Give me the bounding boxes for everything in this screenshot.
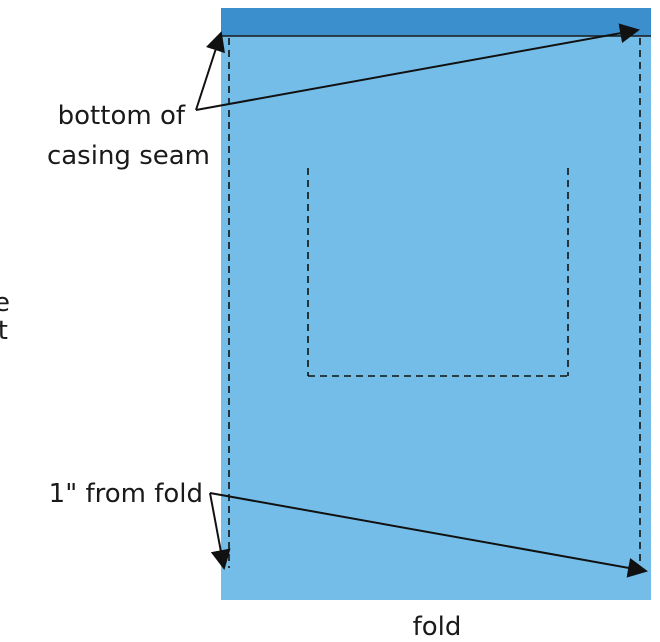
fabric-panel <box>221 8 651 600</box>
casing-arrow-left <box>195 31 225 111</box>
fold-arrow-left <box>209 492 231 570</box>
from-fold-label: 1" from fold <box>49 479 203 509</box>
casing-arrow-right <box>195 23 640 111</box>
partial-label-line1: e <box>0 288 10 318</box>
fold-label: fold <box>413 612 462 642</box>
casing-label-line2: casing seam <box>47 141 210 171</box>
casing-band <box>221 8 651 36</box>
partial-label-line2: t <box>0 316 8 346</box>
casing-label-line1: bottom of <box>58 101 186 131</box>
fold-arrow-right <box>209 492 648 578</box>
